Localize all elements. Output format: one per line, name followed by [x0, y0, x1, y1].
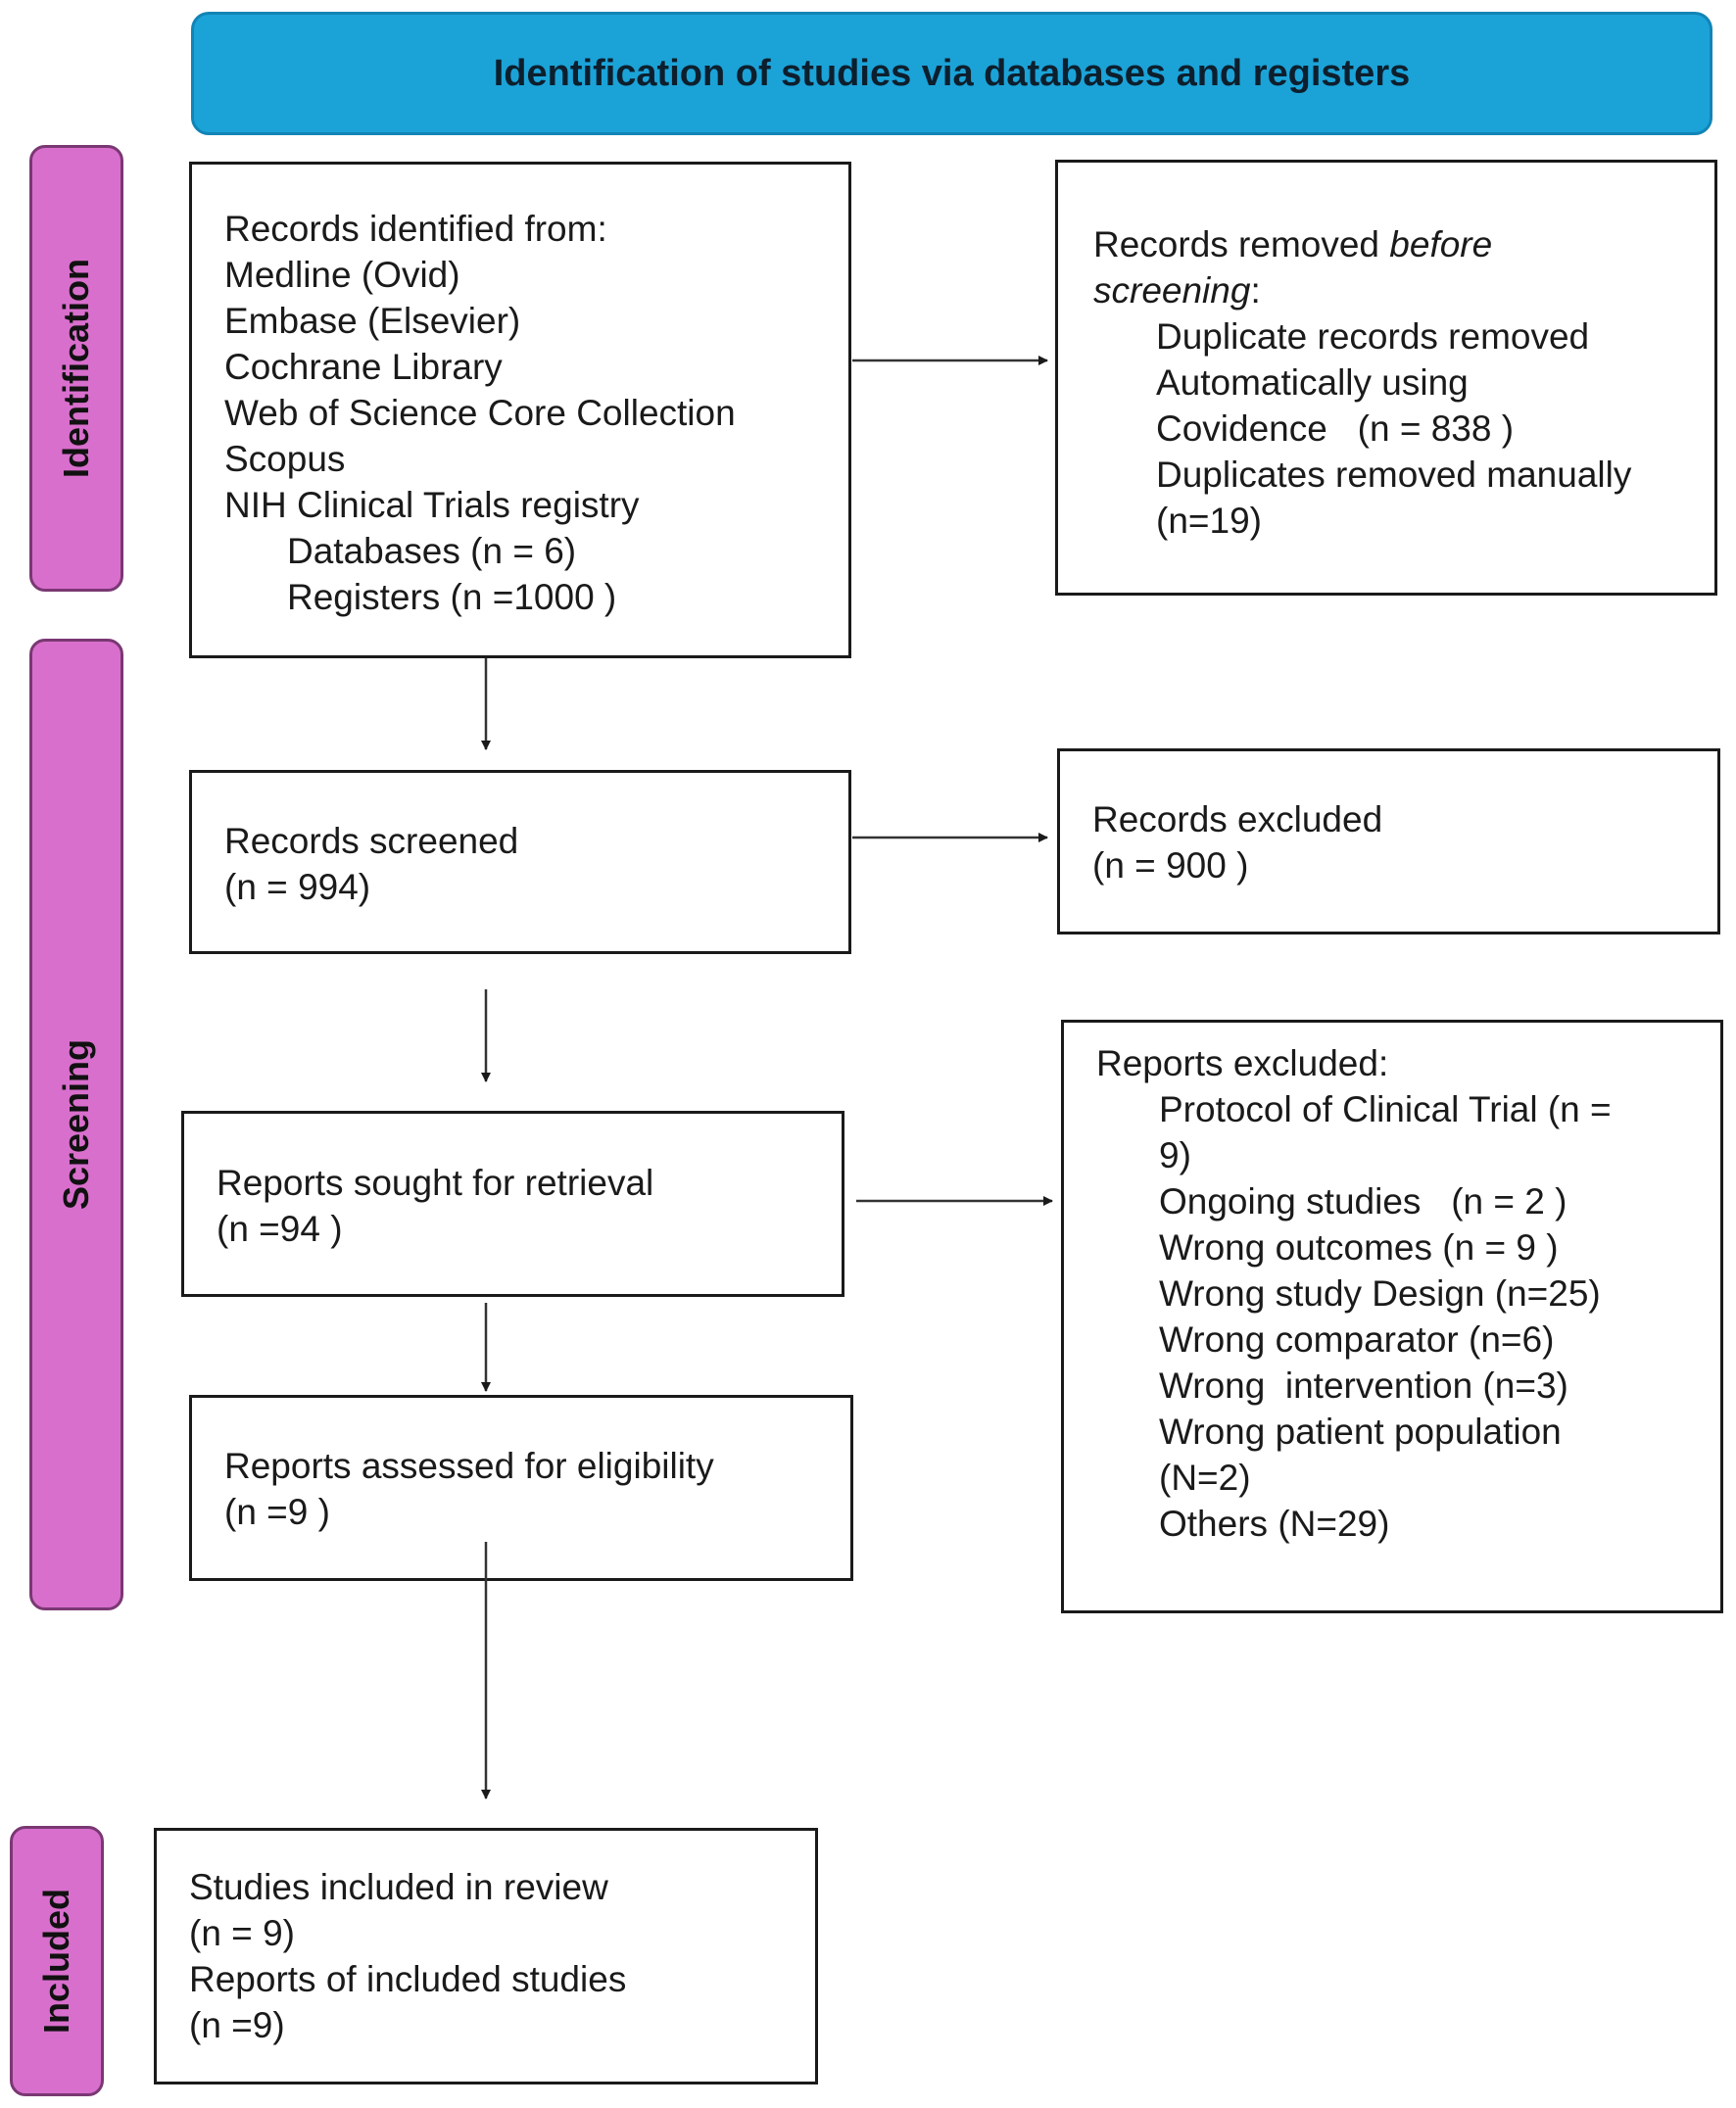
reports-assessed-count: (n =9 ) — [224, 1492, 330, 1532]
records-screened-count: (n = 994) — [224, 867, 371, 907]
records-identified-box: Records identified from: Medline (Ovid) … — [189, 162, 851, 658]
records-screened-label: Records screened — [224, 821, 519, 861]
source-web-of-science: Web of Science Core Collection — [224, 393, 736, 433]
header-title: Identification of studies via databases … — [493, 52, 1411, 94]
records-removed-line: Duplicate records removed — [1156, 316, 1590, 357]
reports-excluded-heading: Reports excluded: — [1096, 1043, 1389, 1083]
records-excluded-count: (n = 900 ) — [1092, 845, 1249, 886]
records-excluded-box: Records excluded (n = 900 ) — [1057, 748, 1720, 934]
records-removed-heading-2: screening: — [1093, 267, 1714, 313]
reports-sought-label: Reports sought for retrieval — [217, 1163, 654, 1203]
phase-identification: Identification — [29, 145, 123, 592]
databases-count: Databases (n = 6) — [287, 531, 577, 571]
reports-sought-count: (n =94 ) — [217, 1209, 343, 1249]
records-identified-heading: Records identified from: — [224, 209, 607, 249]
reports-excluded-line: Ongoing studies (n = 2 ) — [1159, 1181, 1567, 1222]
reports-excluded-line: 9) — [1159, 1135, 1191, 1175]
records-removed-heading-italic-2: screening — [1093, 270, 1251, 311]
source-cochrane: Cochrane Library — [224, 347, 503, 387]
records-removed-heading: Records removed before — [1093, 221, 1714, 267]
records-removed-line: Automatically using — [1156, 362, 1469, 403]
records-removed-heading-suffix: : — [1250, 270, 1261, 311]
records-removed-line: (n=19) — [1156, 501, 1262, 541]
reports-assessed-box: Reports assessed for eligibility (n =9 ) — [189, 1395, 853, 1581]
phase-screening: Screening — [29, 639, 123, 1610]
records-excluded-label: Records excluded — [1092, 799, 1383, 839]
source-medline: Medline (Ovid) — [224, 255, 460, 295]
reports-assessed-label: Reports assessed for eligibility — [224, 1446, 714, 1486]
source-nih: NIH Clinical Trials registry — [224, 485, 640, 525]
reports-sought-box: Reports sought for retrieval (n =94 ) — [181, 1111, 844, 1297]
reports-excluded-line: Wrong comparator (n=6) — [1159, 1319, 1555, 1360]
reports-excluded-line: Wrong study Design (n=25) — [1159, 1273, 1601, 1314]
reports-excluded-line: Others (N=29) — [1159, 1504, 1390, 1544]
records-removed-line: Covidence (n = 838 ) — [1156, 408, 1515, 449]
records-removed-line: Duplicates removed manually — [1156, 455, 1632, 495]
reports-excluded-line: Wrong outcomes (n = 9 ) — [1159, 1227, 1559, 1268]
records-removed-box: Records removed before screening: Duplic… — [1055, 160, 1717, 596]
registers-count: Registers (n =1000 ) — [287, 577, 617, 617]
source-scopus: Scopus — [224, 439, 346, 479]
included-line: (n = 9) — [189, 1913, 295, 1953]
included-line: (n =9) — [189, 2005, 285, 2045]
reports-excluded-line: Wrong intervention (n=3) — [1159, 1365, 1568, 1406]
reports-excluded-box: Reports excluded: Protocol of Clinical T… — [1061, 1020, 1723, 1613]
included-box: Studies included in review (n = 9) Repor… — [154, 1828, 818, 2084]
records-removed-heading-italic-1: before — [1389, 224, 1493, 264]
header-bar: Identification of studies via databases … — [191, 12, 1712, 135]
reports-excluded-line: (N=2) — [1159, 1458, 1251, 1498]
reports-excluded-line: Protocol of Clinical Trial (n = — [1159, 1089, 1612, 1129]
phase-included: Included — [10, 1826, 104, 2096]
included-line: Studies included in review — [189, 1867, 608, 1907]
records-screened-box: Records screened (n = 994) — [189, 770, 851, 954]
records-removed-heading-prefix: Records removed — [1093, 224, 1390, 264]
source-embase: Embase (Elsevier) — [224, 301, 521, 341]
reports-excluded-line: Wrong patient population — [1159, 1412, 1562, 1452]
included-line: Reports of included studies — [189, 1959, 627, 1999]
